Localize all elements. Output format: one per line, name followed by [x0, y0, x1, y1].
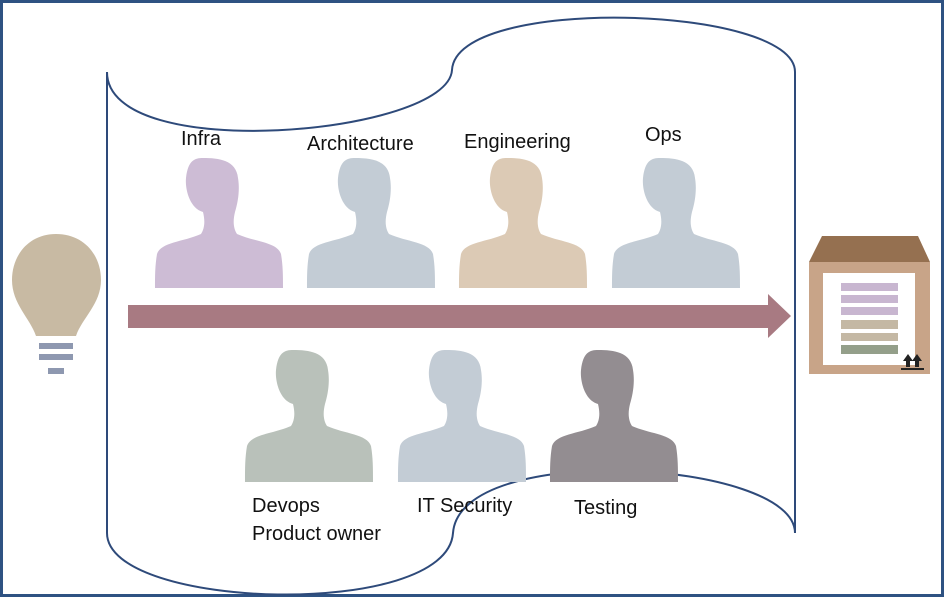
person-ops [612, 158, 740, 288]
role-label-testing: Testing [574, 497, 637, 519]
role-label-ops: Ops [645, 124, 682, 146]
role-label-infra: Infra [181, 128, 222, 150]
person-architecture [307, 158, 435, 288]
box-stripe [841, 283, 898, 291]
box-stripe [841, 345, 898, 354]
bulb-base-stripe [39, 343, 73, 349]
box-stripe [841, 320, 898, 329]
person-silhouette [155, 158, 283, 288]
lightbulb-icon [12, 234, 101, 374]
this-side-up-icon [901, 354, 924, 370]
person-engineering [459, 158, 587, 288]
role-label-it-security: IT Security [417, 495, 512, 517]
bulb-base-stripe [39, 354, 73, 360]
package-box-icon [809, 236, 930, 374]
arrow-right-icon [128, 294, 791, 338]
person-silhouette [245, 350, 373, 482]
role-label-architecture: Architecture [307, 133, 414, 155]
role-label-product-owner: Product owner [252, 523, 381, 545]
person-silhouette [612, 158, 740, 288]
person-silhouette [550, 350, 678, 482]
bulb-base-stripe [48, 368, 64, 374]
box-stripe [841, 295, 898, 303]
bulb-glass [12, 234, 101, 336]
process-scroll-shape [106, 16, 796, 596]
person-devops [245, 350, 373, 482]
person-silhouette [398, 350, 526, 482]
box-stripe [841, 333, 898, 341]
person-it-security [398, 350, 526, 482]
person-silhouette [459, 158, 587, 288]
person-testing [550, 350, 678, 482]
box-stripe [841, 307, 898, 315]
top-roles-group [155, 158, 740, 288]
role-label-devops: Devops [252, 495, 320, 517]
role-label-engineering: Engineering [464, 131, 571, 153]
person-silhouette [307, 158, 435, 288]
bottom-roles-group [245, 350, 678, 482]
person-infra [155, 158, 283, 288]
box-lid [809, 236, 930, 262]
